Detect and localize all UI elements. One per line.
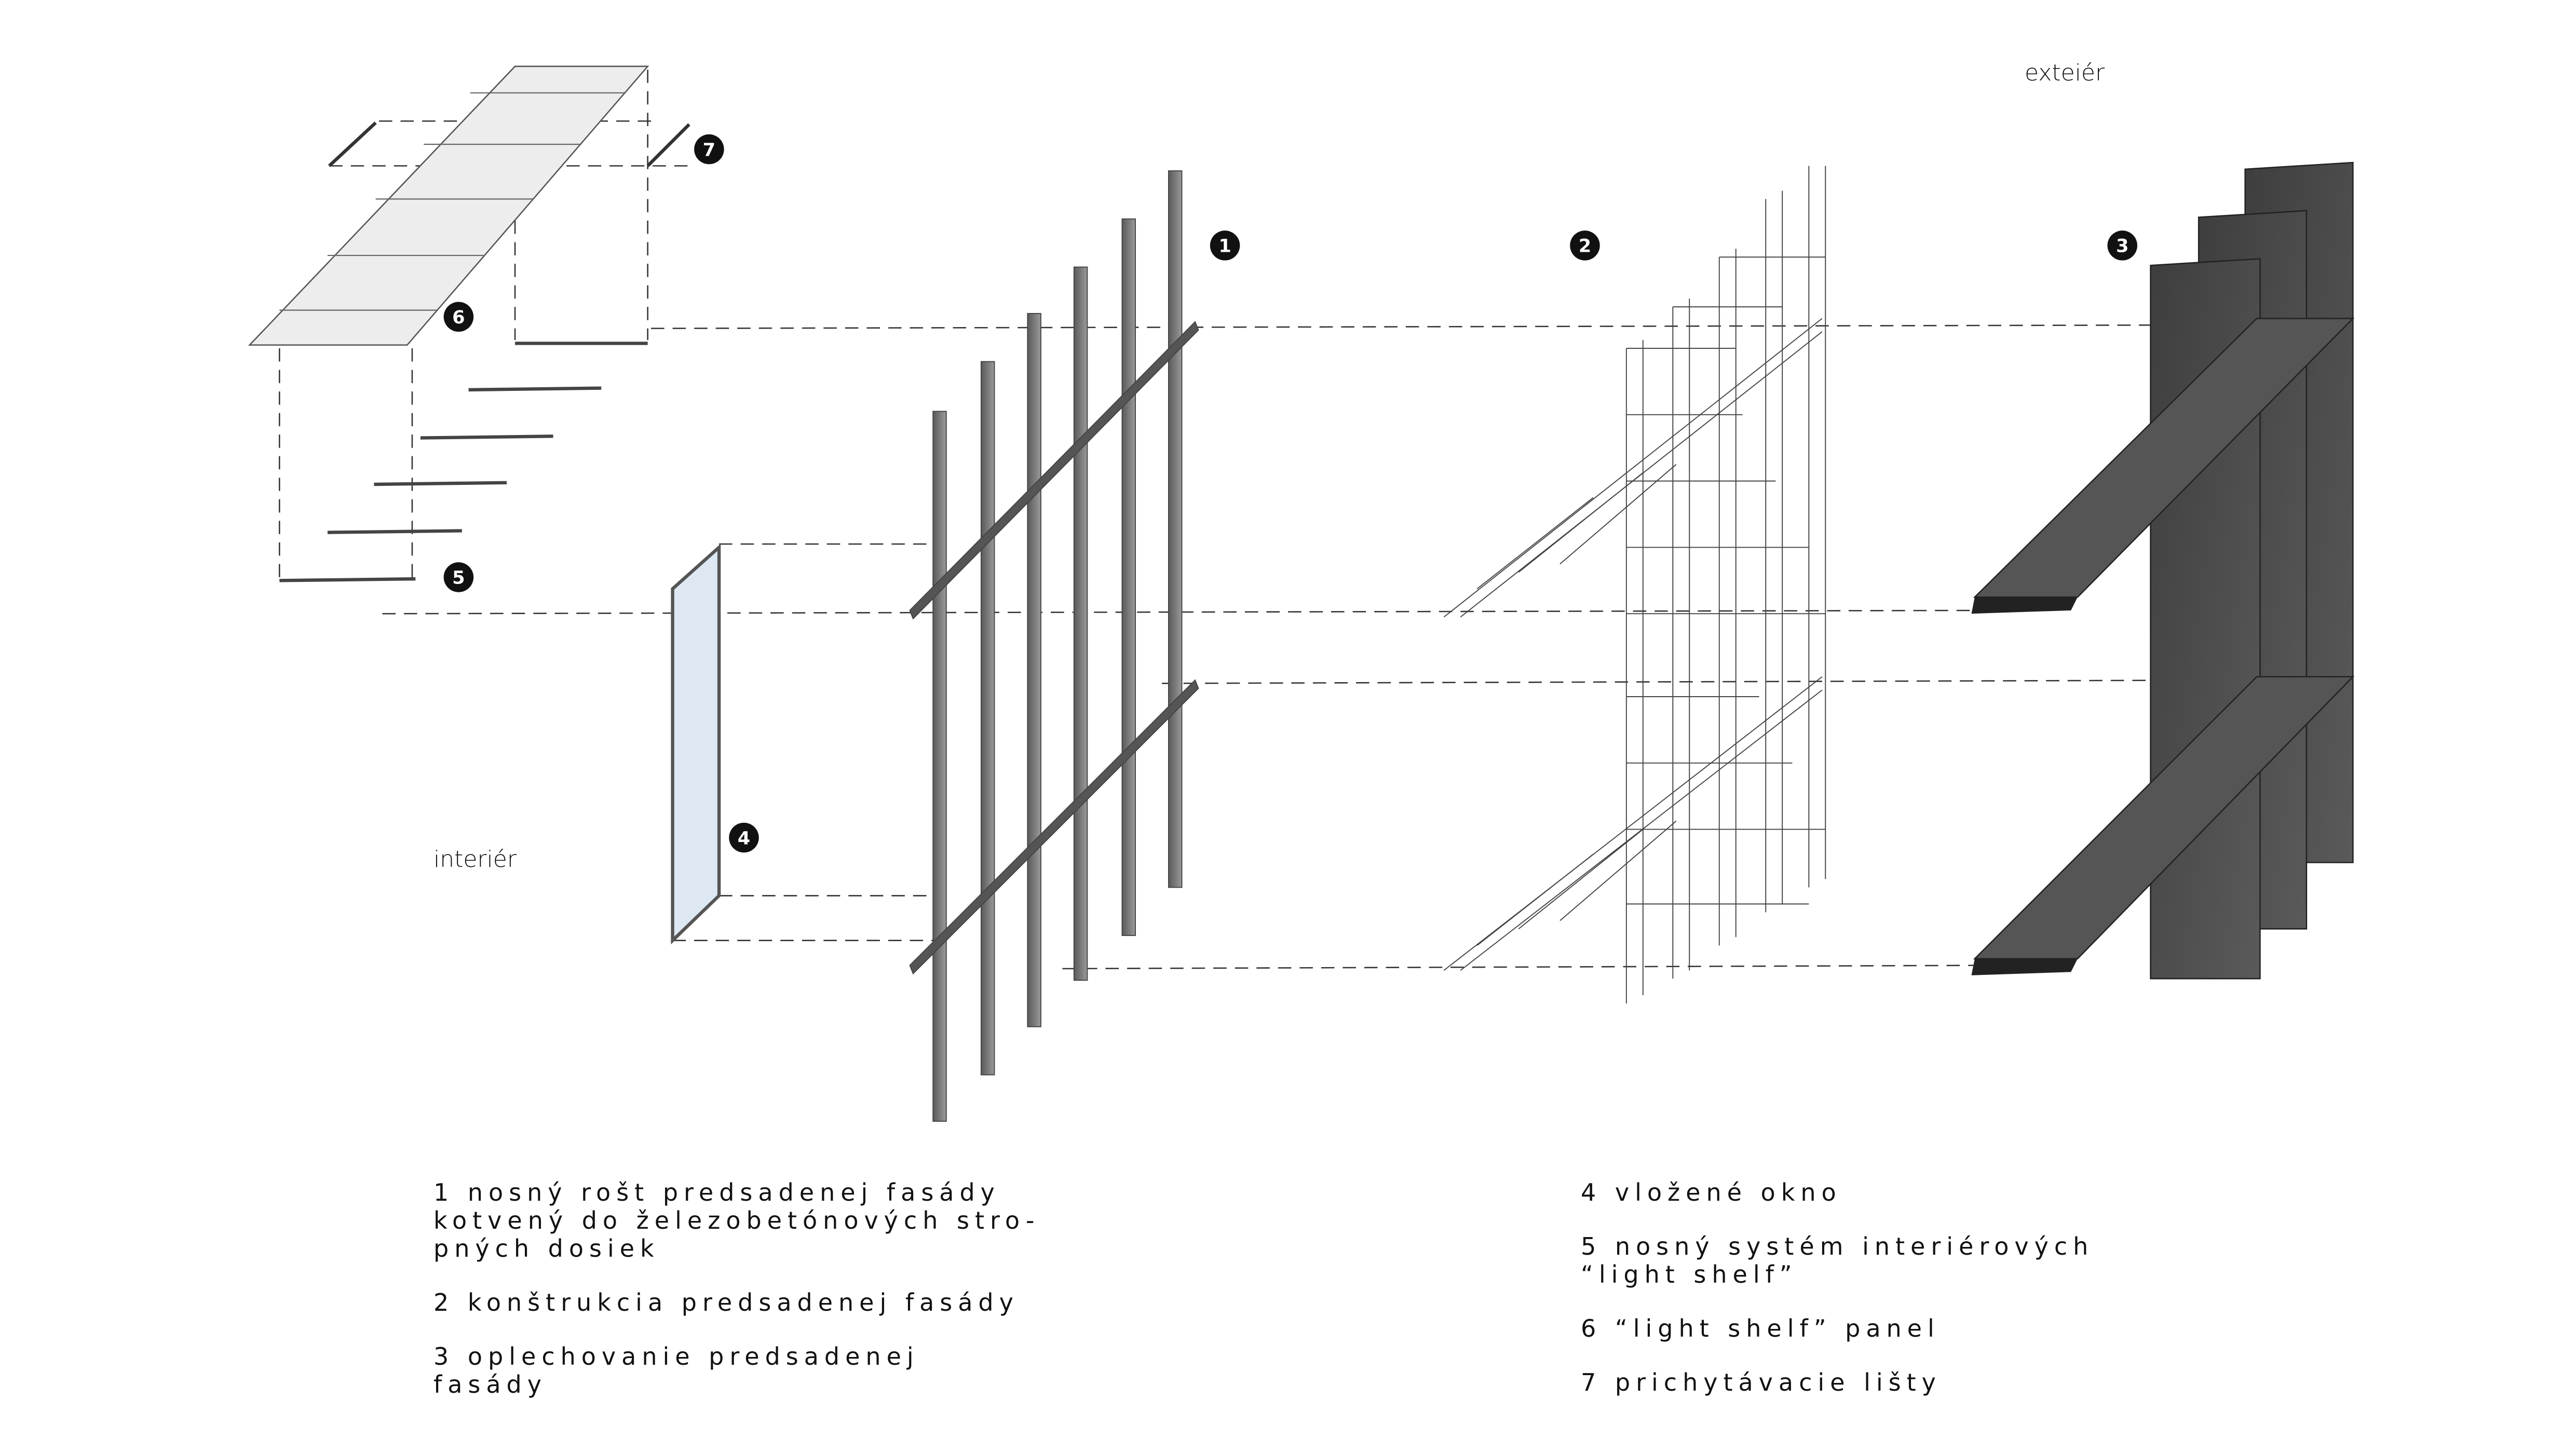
clamping-strips [328, 121, 690, 167]
facade-cladding [1971, 161, 2355, 980]
light-shelf-supports [279, 342, 648, 582]
dashed-guides [279, 70, 2257, 970]
inserted-window [671, 544, 721, 945]
svg-text:3: 3 [2116, 236, 2128, 257]
legend-item-7: 7 prichytávacie lišty [1581, 1368, 1942, 1396]
marker-3: 3 [2107, 230, 2137, 261]
supporting-grid [909, 170, 1199, 1122]
marker-6: 6 [443, 302, 474, 332]
legend-item-2: 2 konštrukcia predsadenej fasády [433, 1288, 1019, 1316]
svg-text:5: 5 [452, 567, 465, 589]
facade-structure-wireframe [1443, 166, 1826, 1004]
exterior-label: exteiér [2025, 60, 2105, 86]
svg-text:1: 1 [1218, 236, 1231, 257]
svg-text:2: 2 [1579, 236, 1591, 257]
legend-item-3: 3 oplechovanie predsadenej fasády [433, 1342, 919, 1398]
svg-text:6: 6 [452, 307, 465, 328]
legend-left: 1 nosný rošt predsadenej fasády kotvený … [433, 1178, 1040, 1424]
light-shelf-panel [248, 65, 649, 346]
legend-item-4: 4 vložené okno [1581, 1178, 1842, 1206]
marker-4: 4 [729, 822, 759, 853]
marker-1: 1 [1210, 230, 1240, 261]
legend-item-5: 5 nosný systém interiérových “light shel… [1581, 1232, 2094, 1288]
legend-right: 4 vložené okno 5 nosný systém interiérov… [1581, 1178, 2094, 1422]
marker-7: 7 [694, 134, 724, 165]
marker-5: 5 [443, 562, 474, 592]
legend-item-6: 6 “light shelf” panel [1581, 1314, 1940, 1342]
svg-text:4: 4 [738, 827, 750, 849]
svg-text:7: 7 [703, 139, 715, 160]
interior-label: interiér [433, 846, 517, 873]
marker-2: 2 [1570, 230, 1600, 261]
legend-item-1: 1 nosný rošt predsadenej fasády kotvený … [433, 1178, 1040, 1262]
number-markers: 1 2 3 4 5 6 7 [443, 134, 2137, 853]
